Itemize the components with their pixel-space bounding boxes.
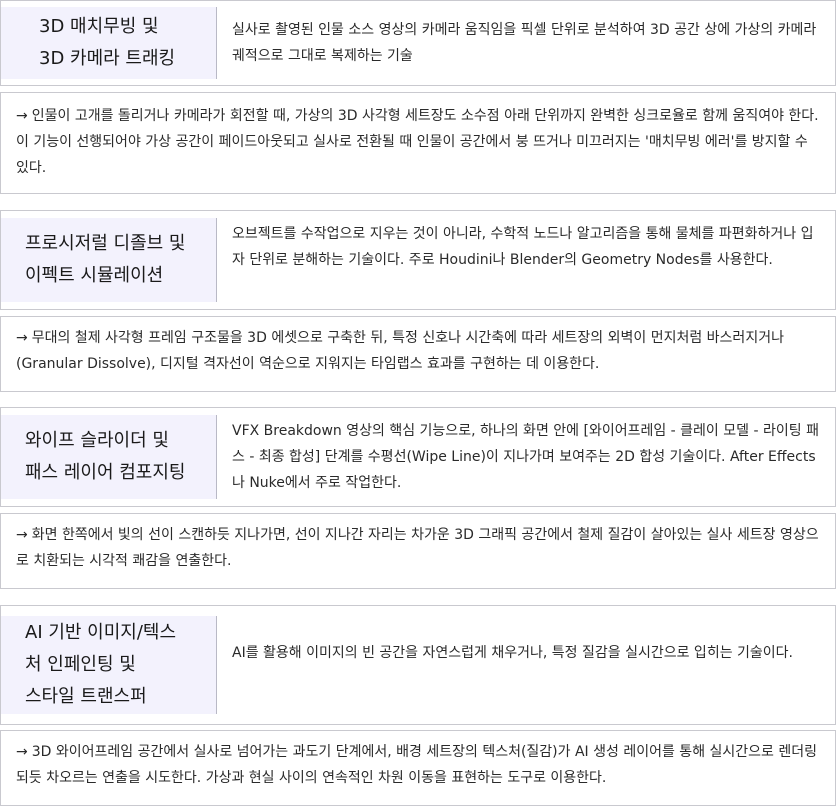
feature-title-line: 3D 카메라 트래킹 — [39, 48, 176, 69]
detail-card-match-moving: →인물이 고개를 돌리거나 카메라가 회전할 때, 가상의 3D 사각형 세트장… — [0, 92, 836, 194]
feature-description: 실사로 촬영된 인물 소스 영상의 카메라 움직임을 픽셀 단위로 분석하여 3… — [232, 22, 817, 64]
detail-text: 3D 와이어프레임 공간에서 실사로 넘어가는 과도기 단계에서, 배경 세트장… — [16, 744, 818, 786]
feature-card-match-moving: 3D 매치무빙 및 3D 카메라 트래킹 실사로 촬영된 인물 소스 영상의 카… — [0, 0, 836, 86]
feature-description: 오브젝트를 수작업으로 지우는 것이 아니라, 수학적 노드나 알고리즘을 통해… — [232, 226, 814, 268]
arrow-icon: → — [16, 527, 28, 543]
feature-title-line: 스타일 트랜스퍼 — [25, 686, 147, 707]
feature-title-line: 처 인페인팅 및 — [25, 654, 136, 675]
detail-text: 인물이 고개를 돌리거나 카메라가 회전할 때, 가상의 3D 사각형 세트장도… — [16, 108, 819, 176]
feature-title: 3D 매치무빙 및 3D 카메라 트래킹 — [1, 7, 217, 79]
feature-title-line: AI 기반 이미지/텍스 — [25, 622, 177, 643]
feature-card-ai-inpainting: AI 기반 이미지/텍스 처 인페인팅 및 스타일 트랜스퍼 AI를 활용해 이… — [0, 605, 836, 725]
feature-title-line: 3D 매치무빙 및 — [39, 16, 159, 37]
arrow-icon: → — [16, 108, 28, 124]
feature-description: VFX Breakdown 영상의 핵심 기능으로, 하나의 화면 안에 [와이… — [232, 423, 819, 491]
feature-title-line: 패스 레이어 컴포지팅 — [25, 462, 186, 483]
feature-title-line: 프로시저럴 디졸브 및 — [25, 233, 186, 254]
detail-text: 화면 한쪽에서 빛의 선이 스캔하듯 지나가면, 선이 지나간 자리는 차가운 … — [16, 527, 819, 569]
arrow-icon: → — [16, 744, 28, 760]
feature-description: AI를 활용해 이미지의 빈 공간을 자연스럽게 채우거나, 특정 질감을 실시… — [232, 645, 793, 661]
feature-title: 와이프 슬라이더 및 패스 레이어 컴포지팅 — [1, 415, 217, 499]
feature-card-procedural-dissolve: 프로시저럴 디졸브 및 이펙트 시뮬레이션 오브젝트를 수작업으로 지우는 것이… — [0, 210, 836, 310]
detail-card-procedural-dissolve: →무대의 철제 사각형 프레임 구조물을 3D 에셋으로 구축한 뒤, 특정 신… — [0, 316, 836, 392]
feature-title: AI 기반 이미지/텍스 처 인페인팅 및 스타일 트랜스퍼 — [1, 616, 217, 714]
feature-title-line: 이펙트 시뮬레이션 — [25, 265, 164, 286]
detail-card-ai-inpainting: →3D 와이어프레임 공간에서 실사로 넘어가는 과도기 단계에서, 배경 세트… — [0, 730, 836, 806]
arrow-icon: → — [16, 330, 28, 346]
feature-card-wipe-slider: 와이프 슬라이더 및 패스 레이어 컴포지팅 VFX Breakdown 영상의… — [0, 407, 836, 507]
feature-title-line: 와이프 슬라이더 및 — [25, 430, 169, 451]
detail-text: 무대의 철제 사각형 프레임 구조물을 3D 에셋으로 구축한 뒤, 특정 신호… — [16, 330, 784, 372]
feature-title: 프로시저럴 디졸브 및 이펙트 시뮬레이션 — [1, 218, 217, 302]
detail-card-wipe-slider: →화면 한쪽에서 빛의 선이 스캔하듯 지나가면, 선이 지나간 자리는 차가운… — [0, 513, 836, 589]
